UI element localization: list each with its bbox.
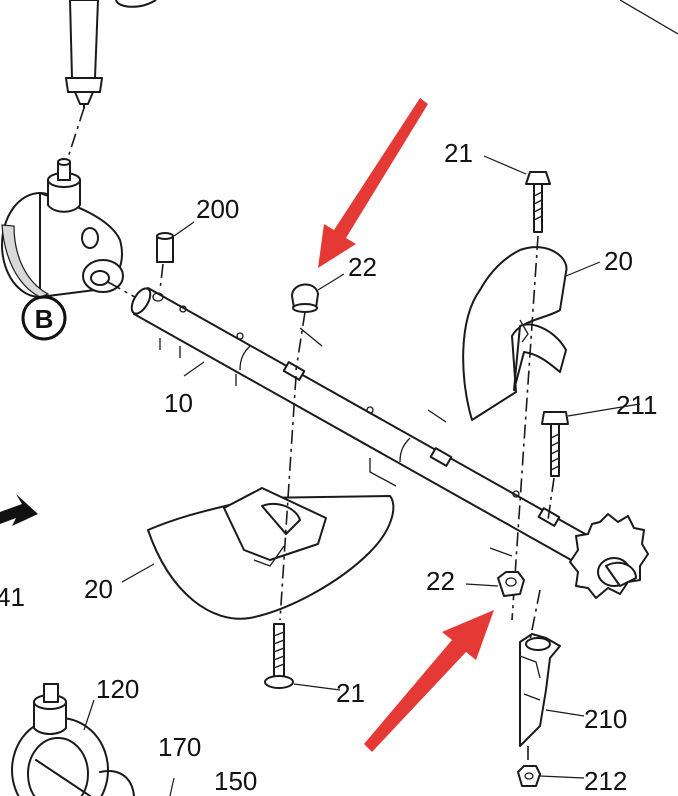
tooth-center-line: [529, 589, 541, 641]
tooth: [519, 633, 561, 747]
red-arrow-bottom-icon: [364, 610, 494, 752]
label-top-guard: 20: [604, 246, 633, 276]
label-lower-bolt: 21: [336, 678, 365, 708]
hub-ring-shape: [99, 770, 135, 796]
label-top-bolt: 21: [444, 138, 473, 168]
label-shaft: 10: [164, 388, 193, 418]
label-part-150: 150: [214, 766, 257, 796]
side-bolt-center-line: [547, 477, 555, 521]
callout-b-letter: B: [35, 304, 54, 334]
label-part-170: 170: [158, 732, 201, 762]
cap-nut-center-line: [295, 311, 306, 371]
top-bolt-center-line: [511, 235, 539, 621]
label-tooth-nut: 212: [584, 766, 627, 796]
top-bolt: [525, 171, 551, 233]
cap-nut-top: [291, 283, 319, 313]
sprocket: [569, 513, 649, 599]
frame-corner-line: [619, 0, 678, 35]
label-lower-guard: 20: [84, 574, 113, 604]
label-lower-nut: 22: [426, 566, 455, 596]
label-top-cap-nut: 22: [348, 252, 377, 282]
leader-lines: [83, 155, 641, 796]
label-tooth: 210: [584, 704, 627, 734]
lower-guard: [147, 487, 395, 620]
tooth-nut: [517, 765, 541, 787]
side-bolt: [541, 411, 569, 477]
direction-arrow-icon: [0, 494, 38, 526]
hub: [11, 683, 109, 796]
label-spacer-pin: 200: [196, 194, 239, 224]
reference-marks: [159, 327, 513, 557]
bearing-housing: [1, 158, 124, 298]
grease-syringe: [65, 0, 157, 109]
lower-guard-center-line: [279, 375, 297, 621]
red-arrow-top-icon: [318, 98, 428, 268]
callout-b-icon: B: [21, 295, 67, 341]
label-hub: 120: [96, 674, 139, 704]
upper-guard: [462, 246, 568, 421]
label-side-bolt: 211: [616, 390, 657, 420]
label-edge-number: 41: [0, 582, 25, 612]
spacer-pin: [156, 232, 174, 263]
lower-bolt: [264, 623, 294, 689]
lower-nut: [497, 571, 525, 597]
pin-center-line: [159, 263, 164, 291]
